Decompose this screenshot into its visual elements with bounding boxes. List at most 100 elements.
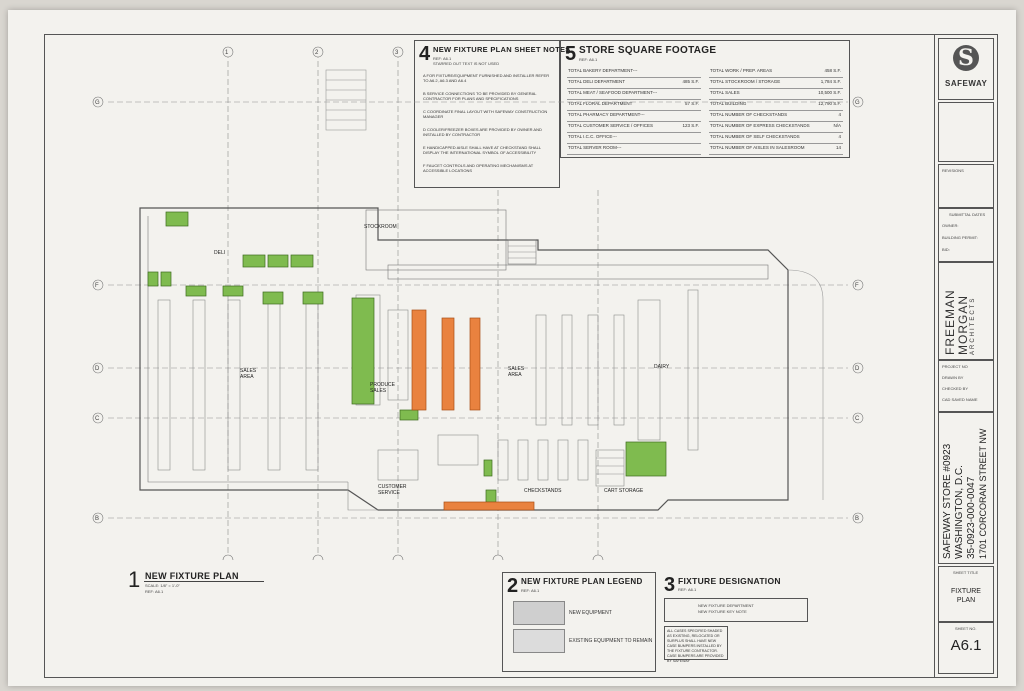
stockroom-label: STOCKROOM xyxy=(364,224,397,230)
drawn-by-label: DRAWN BY xyxy=(942,375,964,380)
plan-scale: SCALE: 1/8" = 1'-0" xyxy=(145,583,180,588)
grid-label-row: C xyxy=(95,416,100,422)
square-footage-label: TOTAL FLORAL DEPARTMENT xyxy=(568,101,633,106)
new-equipment-fixtures xyxy=(147,211,667,503)
cart-storage-label: CART STORAGE xyxy=(604,488,644,494)
new-fixture xyxy=(267,254,289,268)
grid-label-row: D xyxy=(95,366,100,372)
square-footage-row: TOTAL NUMBER OF EXPRESS CHECKSTANDS N/A xyxy=(709,120,843,133)
relocated-fixture xyxy=(469,317,481,411)
square-footage-value: 14 xyxy=(835,145,841,150)
sheet-note-item: B SERVICE CONNECTIONS TO BE PROVIDED BY … xyxy=(423,91,537,101)
square-footage-label: TOTAL I.C.C. OFFICE--- xyxy=(568,134,617,139)
sheet-note-item: A FOR FIXTURE/EQUIPMENT FURNISHED AND IN… xyxy=(423,73,550,83)
square-footage-value: 458 S.F. xyxy=(824,68,841,73)
square-footage-value: 4 xyxy=(838,134,841,139)
grid-label-row: B xyxy=(855,516,859,522)
square-footage-row: TOTAL BUILDING 12,790 S.F. xyxy=(709,98,843,111)
sheet-number-box: SHEET NO. A6.1 xyxy=(938,622,994,674)
new-fixture xyxy=(147,271,159,287)
relocated-equipment-fixtures xyxy=(411,309,535,511)
produce-label: PRODUCE SALES xyxy=(370,382,396,394)
square-footage-box: 5 STORE SQUARE FOOTAGE REF: A6.1 TOTAL B… xyxy=(560,40,850,158)
legend-label-existing: EXISTING EQUIPMENT TO REMAIN xyxy=(569,638,653,644)
blank-box xyxy=(938,102,994,162)
relocated-fixture xyxy=(443,501,535,511)
new-fixture xyxy=(483,459,493,477)
square-footage-label: TOTAL MEAT / SEAFOOD DEPARTMENT--- xyxy=(568,90,658,95)
legend-title: NEW FIXTURE PLAN LEGEND xyxy=(521,577,643,586)
new-fixture xyxy=(222,285,244,297)
new-fixture xyxy=(485,489,497,503)
plan-title-number: 1 xyxy=(128,567,141,592)
safeway-wordmark: SAFEWAY xyxy=(945,79,988,88)
legend-swatch-existing xyxy=(513,629,565,653)
grid-label-row: D xyxy=(855,366,860,372)
sheet-note-item: E HANDICAPPED AISLE SHALL HAVE AT CHECKS… xyxy=(423,145,541,155)
square-footage-label: TOTAL DELI DEPARTMENT xyxy=(568,79,626,84)
dairy-label: DAIRY xyxy=(654,364,670,370)
designation-key-2: NEW FIXTURE KEY NOTE xyxy=(698,609,747,614)
new-fixture xyxy=(185,285,207,297)
square-footage-label: TOTAL NUMBER OF AISLES IN SALESROOM xyxy=(710,145,805,150)
square-footage-value: 485 S.F. xyxy=(682,79,699,84)
sheet-note-item: D COOLER/FREEZER BOXES ARE PROVIDED BY O… xyxy=(423,127,542,137)
grid-label-row: C xyxy=(855,416,860,422)
designation-note-box xyxy=(664,626,728,660)
submittal-permit: BUILDING PERMIT: xyxy=(942,235,978,240)
submittal-bid: BID: xyxy=(942,247,950,252)
square-footage-row: TOTAL I.C.C. OFFICE--- xyxy=(567,131,701,144)
checkstands-label: CHECKSTANDS xyxy=(524,488,562,494)
designation-number: 3 xyxy=(664,574,676,596)
square-footage-title: STORE SQUARE FOOTAGE xyxy=(579,45,717,56)
square-footage-label: TOTAL NUMBER OF EXPRESS CHECKSTANDS xyxy=(710,123,810,128)
plan-ref: REF: A6.1 xyxy=(145,589,164,594)
project-line-2: WASHINGTON, D.C. xyxy=(954,465,965,559)
designation-note: ALL CASES SPECIFIED SHADED AS EXISTING, … xyxy=(667,629,724,663)
revisions-label: REVISIONS xyxy=(942,168,964,173)
submittal-label: SUBMITTAL DATES xyxy=(949,212,986,217)
square-footage-label: TOTAL STOCKROOM / STORAGE xyxy=(710,79,781,84)
square-footage-value: 123 S.F. xyxy=(682,123,699,128)
square-footage-number: 5 xyxy=(565,43,577,65)
plan-title-underline xyxy=(144,581,264,582)
new-fixture xyxy=(262,291,284,305)
legend-number: 2 xyxy=(507,575,519,597)
sheet-title: FIXTURE PLAN xyxy=(951,588,981,604)
new-fixture xyxy=(160,271,172,287)
project-line-4: 1701 CORCORAN STREET NW xyxy=(978,428,988,559)
new-fixture xyxy=(399,409,419,421)
square-footage-label: TOTAL BUILDING xyxy=(710,101,747,106)
project-info-box: PROJECT NO DRAWN BY CHECKED BY CAD SAVED… xyxy=(938,360,994,412)
square-footage-value: N/A xyxy=(833,123,841,128)
sheet-title-label: SHEET TITLE xyxy=(953,570,979,575)
square-footage-row: TOTAL DELI DEPARTMENT 485 S.F. xyxy=(567,76,701,89)
sales-area-left-label: SALES AREA xyxy=(240,368,257,380)
drawing-sheet: 4 NEW FIXTURE PLAN SHEET NOTES REF: A6.1… xyxy=(8,10,1016,686)
grid-label-col: 3 xyxy=(395,50,399,56)
grid-label-row: F xyxy=(95,283,99,289)
firm-name-line1: FREEMAN xyxy=(943,289,957,355)
new-fixture xyxy=(242,254,266,268)
project-line-3: 35-0923-000-0047 xyxy=(966,476,977,559)
square-footage-label: TOTAL PHARMACY DEPARTMENT--- xyxy=(568,112,645,117)
square-footage-row: TOTAL MEAT / SEAFOOD DEPARTMENT--- xyxy=(567,87,701,100)
new-fixture xyxy=(165,211,189,227)
square-footage-value: 12,790 S.F. xyxy=(818,101,841,106)
grid-label-row: B xyxy=(95,516,99,522)
square-footage-value: 4 xyxy=(838,112,841,117)
grid-label-col: 2 xyxy=(315,50,319,56)
sheet-note-item: F FAUCET CONTROLS AND OPERATING MECHANIS… xyxy=(423,163,534,173)
square-footage-value: 10,500 S.F. xyxy=(818,90,841,95)
architect-box: FREEMAN MORGAN ARCHITECTS xyxy=(938,262,994,360)
legend-ref: REF: A6.1 xyxy=(521,588,540,593)
customer-service-label: CUSTOMER SERVICE xyxy=(378,484,407,496)
grid-label-col: 1 xyxy=(225,50,229,56)
square-footage-label: TOTAL CUSTOMER SERVICE / OFFICES xyxy=(568,123,654,128)
designation-title: FIXTURE DESIGNATION xyxy=(678,576,781,586)
square-footage-row: TOTAL BAKERY DEPARTMENT--- xyxy=(567,65,701,78)
